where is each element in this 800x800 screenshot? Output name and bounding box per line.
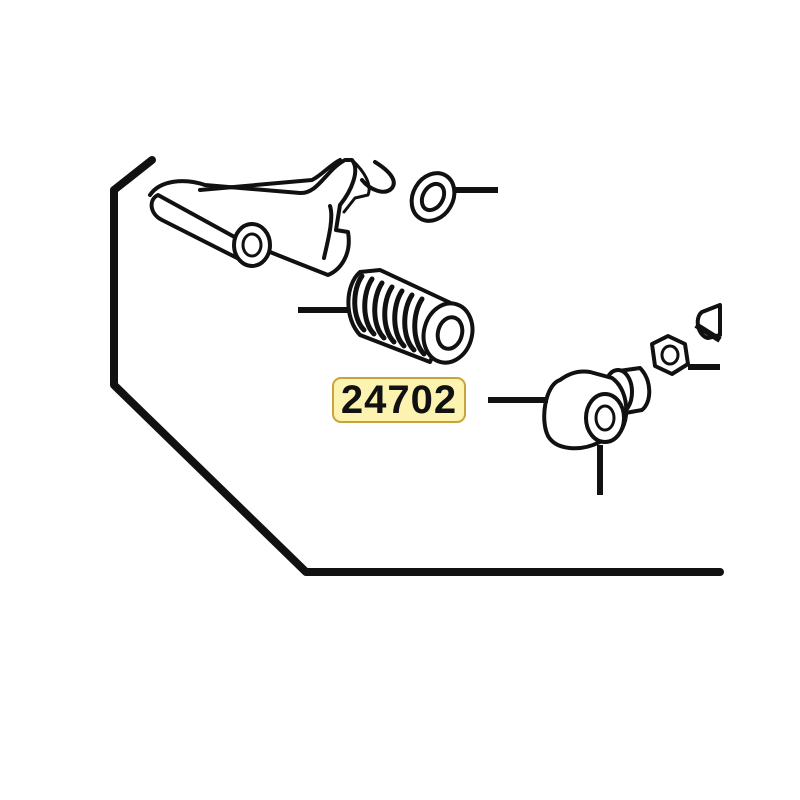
hex-nut[interactable] [650,334,690,376]
pivot-pin[interactable] [149,193,272,268]
washer[interactable] [403,165,463,228]
part-number-callout[interactable]: 24702 [332,377,466,423]
frame-outline [110,156,724,576]
spring-boot[interactable] [346,268,479,368]
leader-lever [694,322,722,343]
ball-joint[interactable] [542,366,652,451]
lever-arm[interactable] [148,158,396,277]
part-number-label: 24702 [340,378,458,422]
